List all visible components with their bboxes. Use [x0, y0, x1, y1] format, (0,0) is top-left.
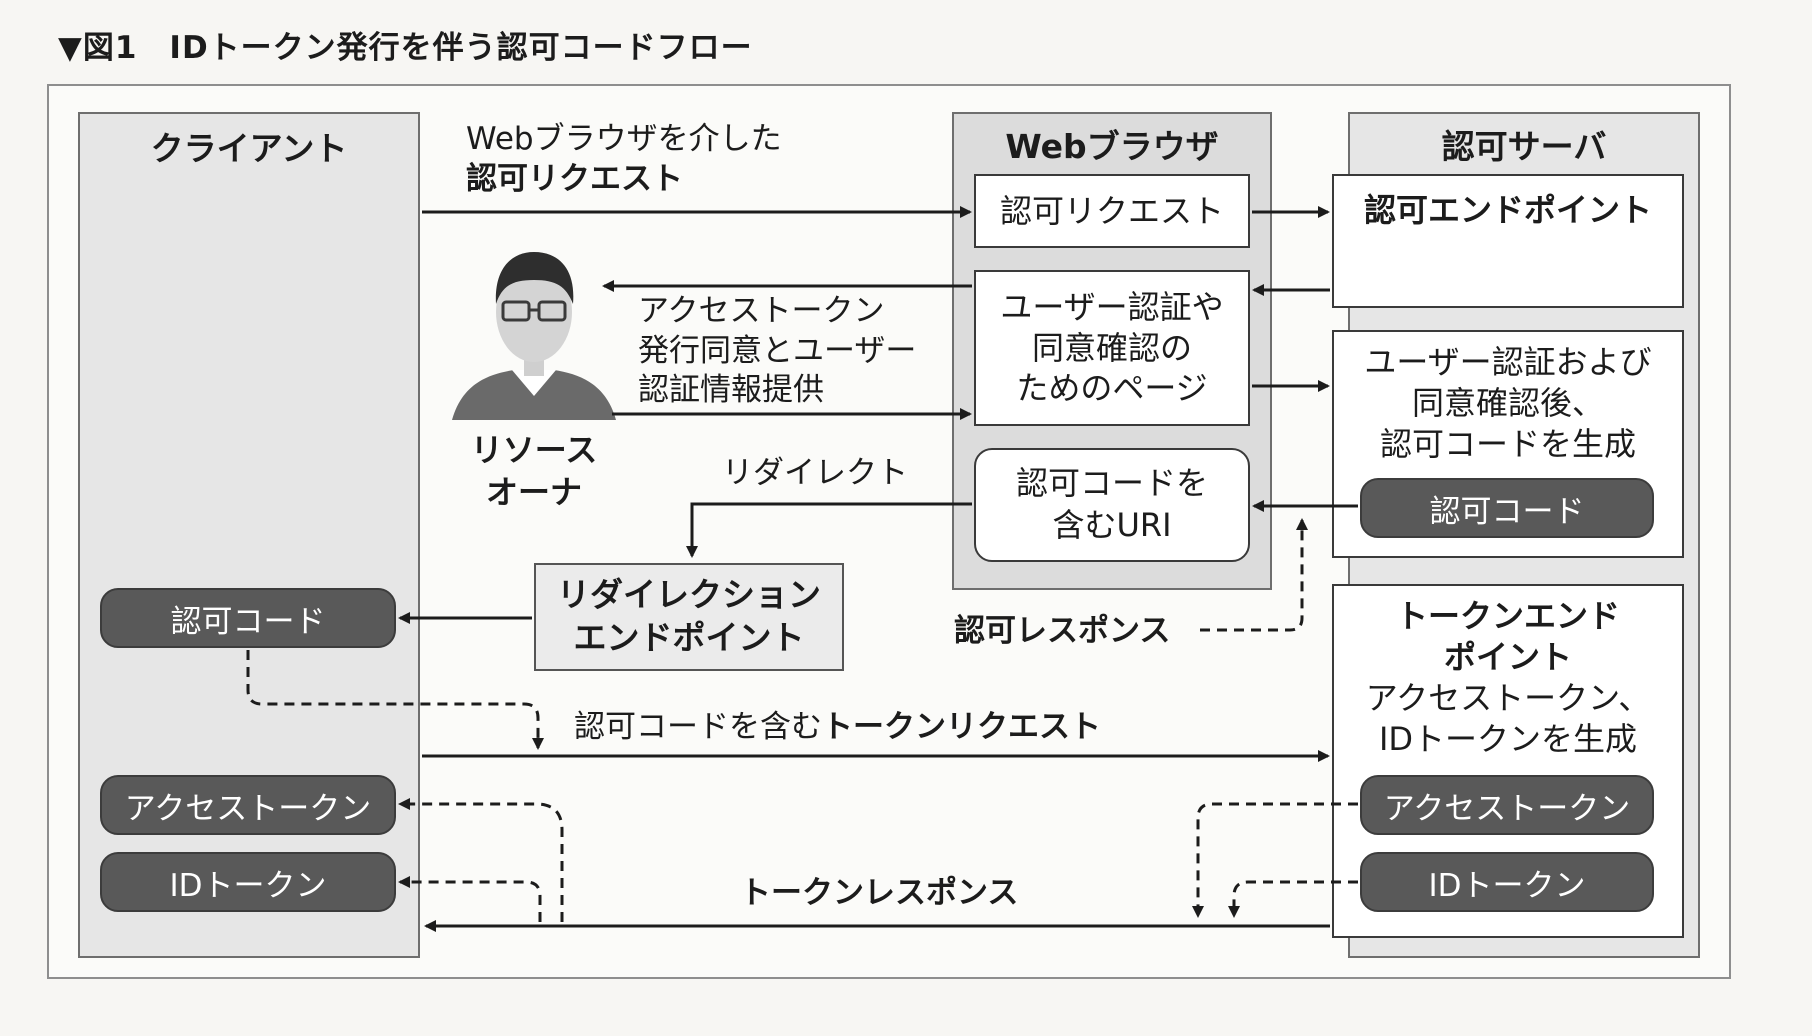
- server-access-token-pill: アクセストークン: [1360, 775, 1654, 835]
- redirection-endpoint-line2: エンドポイント: [573, 618, 805, 657]
- auth-server-column-title: 認可サーバ: [1441, 127, 1607, 166]
- consent-label-line2: 発行同意とユーザー: [638, 332, 917, 369]
- redirect-label: リダイレクト: [722, 455, 908, 491]
- server-auth-code-pill: 認可コード: [1360, 478, 1654, 538]
- token-request-label: 認可コードを含むトークンリクエスト: [574, 708, 1101, 748]
- consent-label: アクセストークン 発行同意とユーザー 認証情報提供: [638, 292, 916, 411]
- auth-response-label: 認可レスポンス: [954, 613, 1171, 649]
- after-auth-line1: ユーザー認証および: [1364, 343, 1652, 381]
- code-uri-line1: 認可コードを: [1015, 464, 1208, 503]
- server-id-token-pill: IDトークン: [1360, 852, 1654, 912]
- resource-owner-label: リソース オーナ: [458, 430, 610, 513]
- consent-label-line3: 認証情報提供: [638, 372, 824, 409]
- arrow-server-access-token-dashed: [1192, 802, 1358, 918]
- consent-page-line3: ためのページ: [1016, 369, 1208, 408]
- arrow-code-into-token-request-dashed: [246, 650, 544, 750]
- authz-endpoint-text: 認可エンドポイント: [1363, 191, 1652, 229]
- browser-auth-request-text: 認可リクエスト: [999, 191, 1224, 230]
- browser-consent-page-box: ユーザー認証や 同意確認の ためのページ: [974, 270, 1250, 426]
- figure-title: ▼図1 IDトークン発行を伴う認可コードフロー: [58, 30, 753, 66]
- consent-page-line1: ユーザー認証や: [1000, 287, 1224, 326]
- arrow-auth-response-dashed: [1200, 518, 1308, 632]
- auth-request-label-line2: 認可リクエスト: [466, 160, 683, 197]
- token-gen-line2: IDトークンを生成: [1378, 719, 1638, 758]
- browser-column-title: Webブラウザ: [1005, 127, 1219, 166]
- code-uri-line2: 含むURI: [1052, 506, 1172, 544]
- token-endpoint-line2: ポイント: [1443, 637, 1572, 676]
- browser-code-uri-box: 認可コードを 含むURI: [974, 448, 1250, 562]
- arrow-access-token-to-client-dashed: [398, 798, 564, 922]
- redirection-endpoint-line1: リダイレクション: [557, 575, 821, 615]
- consent-label-line1: アクセストークン: [638, 293, 885, 329]
- after-auth-line3: 認可コードを生成: [1379, 424, 1636, 463]
- client-auth-code-pill: 認可コード: [100, 588, 396, 648]
- arrow-redirect: [686, 502, 972, 558]
- arrow-id-token-to-client-dashed: [398, 876, 542, 922]
- auth-request-label-line1: Webブラウザを介した: [466, 121, 782, 157]
- resource-owner-person-icon: [452, 252, 616, 420]
- arrow-server-id-token-dashed: [1228, 880, 1358, 918]
- resource-owner-line2: オーナ: [485, 472, 582, 511]
- client-access-token-pill: アクセストークン: [100, 775, 396, 835]
- token-request-label-prefix: 認可コードを含む: [574, 709, 822, 745]
- client-column-title: クライアント: [150, 129, 348, 168]
- after-auth-line2: 同意確認後、: [1411, 383, 1604, 422]
- resource-owner-line1: リソース: [470, 431, 598, 469]
- token-response-label: トークンレスポンス: [740, 875, 1019, 911]
- auth-request-label: Webブラウザを介した 認可リクエスト: [466, 120, 782, 199]
- token-request-label-bold: トークンリクエスト: [822, 709, 1101, 745]
- token-gen-line1: アクセストークン、: [1365, 678, 1651, 717]
- browser-auth-request-box: 認可リクエスト: [974, 174, 1250, 248]
- redirection-endpoint-box: リダイレクション エンドポイント: [534, 563, 844, 671]
- token-endpoint-line1: トークンエンド: [1395, 597, 1620, 635]
- consent-page-line2: 同意確認の: [1031, 328, 1192, 367]
- authz-endpoint-box: 認可エンドポイント: [1332, 174, 1684, 308]
- client-id-token-pill: IDトークン: [100, 852, 396, 912]
